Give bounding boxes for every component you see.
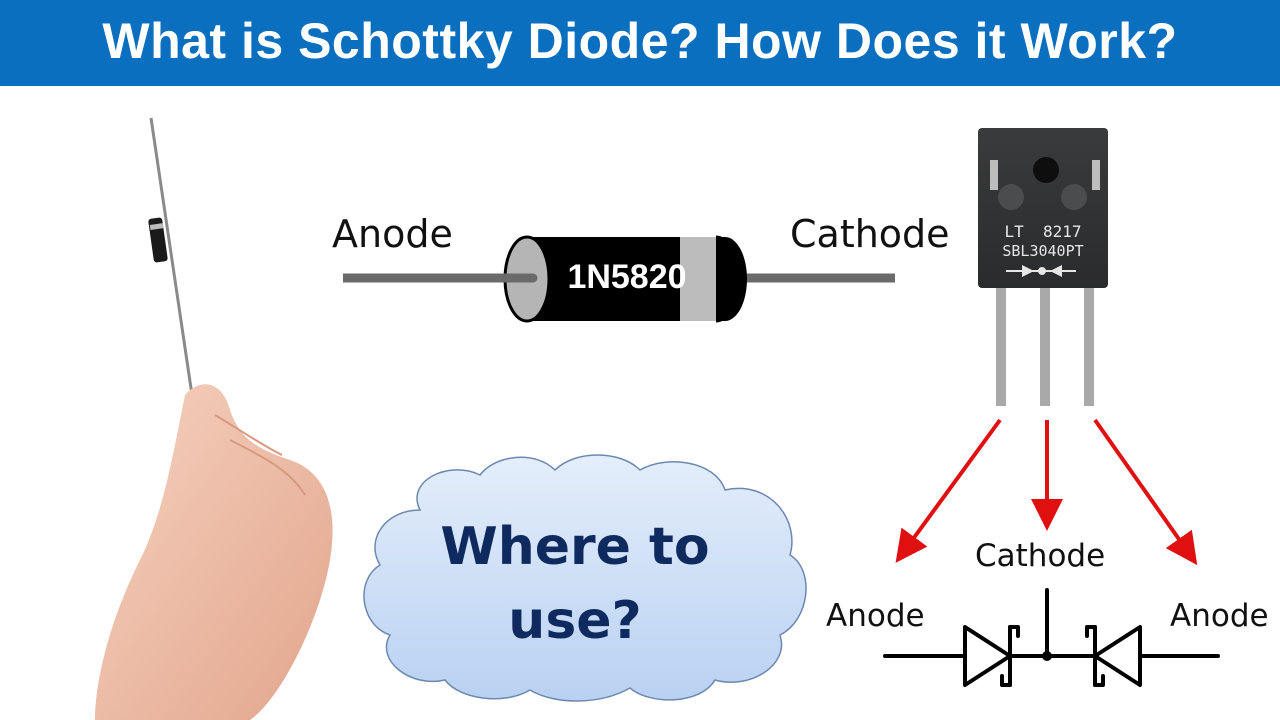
cloud-line1: Where to — [440, 517, 710, 577]
to247-diode-package-photo — [978, 128, 1108, 406]
pin-mapping-arrows — [895, 418, 1198, 566]
page-title: What is Schottky Diode? How Does it Work… — [102, 13, 1178, 69]
diode-part-number: 1N5820 — [567, 258, 687, 296]
cloud-shape — [363, 454, 807, 702]
package-marking-line2: SBL3040PT — [1002, 242, 1084, 260]
hand-holding-diode-photo — [95, 117, 333, 720]
axial-anode-label: Anode — [332, 212, 453, 256]
dual-schottky-schematic — [883, 588, 1220, 687]
title-banner: What is Schottky Diode? How Does it Work… — [0, 0, 1280, 86]
cloud-text: Where to use? — [420, 510, 730, 658]
axial-diode-1n5820 — [343, 235, 895, 323]
schematic-left-anode-label: Anode — [826, 598, 925, 634]
schematic-cathode-label: Cathode — [975, 538, 1106, 574]
axial-cathode-label: Cathode — [790, 212, 950, 256]
cloud-line2: use? — [508, 591, 642, 651]
schematic-right-anode-label: Anode — [1170, 598, 1269, 634]
package-marking-line1: LT 8217 — [1004, 222, 1082, 241]
